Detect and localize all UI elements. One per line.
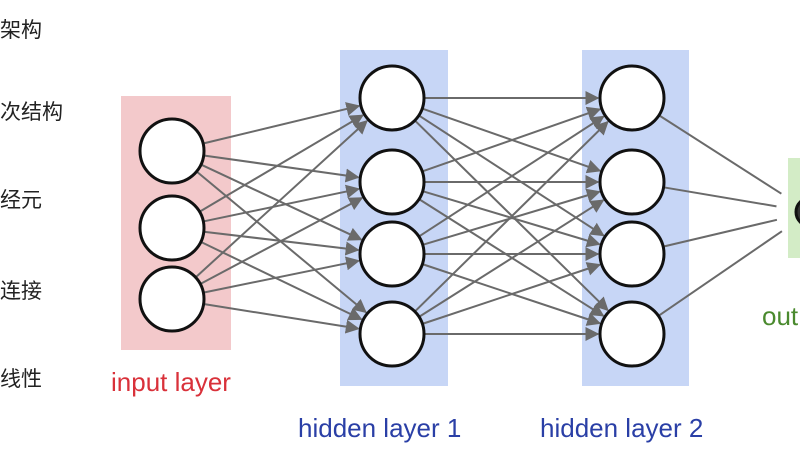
- edge-input-3-to-hidden-1-3: [203, 256, 361, 294]
- side-text-5: 线性: [0, 367, 42, 391]
- edge-hidden-1-2-to-hidden-2-1: [421, 106, 602, 173]
- hidden-1-node-3: [358, 220, 426, 288]
- hidden-2-node-4: [598, 300, 666, 368]
- edge-hidden-1-4-to-hidden-2-1: [414, 120, 609, 313]
- hidden-layer-1-label: hidden layer 1: [298, 413, 462, 443]
- edge-input-3-to-hidden-1-4: [203, 303, 360, 334]
- hidden-1-node-4: [358, 300, 426, 368]
- input-layer-label: input layer: [111, 367, 231, 397]
- edge-input-1-to-hidden-1-1: [202, 102, 361, 145]
- hidden-layer-2-label: hidden layer 2: [540, 413, 704, 443]
- output-layer-background: [788, 158, 800, 258]
- edge-input-1-to-hidden-1-3: [200, 163, 363, 241]
- edge-input-2-to-hidden-1-2: [203, 184, 361, 223]
- edge-input-2-to-hidden-1-4: [200, 240, 363, 321]
- edge-hidden-2-3-to-output-1: [662, 218, 778, 248]
- edge-hidden-2-1-to-output-1: [658, 114, 782, 195]
- hidden-2-node-2: [598, 148, 666, 216]
- side-text-2: 次结构: [0, 100, 63, 124]
- edge-hidden-2-4-to-output-1: [657, 230, 783, 317]
- edge-input-3-to-hidden-1-1: [194, 119, 368, 279]
- side-text-4: 连接: [0, 279, 42, 303]
- edge-hidden-1-3-to-hidden-2-1: [418, 115, 605, 238]
- hidden-2-node-3: [598, 220, 666, 288]
- input-node-3: [138, 265, 206, 333]
- hidden-2-node-1: [598, 64, 666, 132]
- output-layer-label: out: [762, 301, 799, 331]
- edge-hidden-1-4-to-hidden-2-2: [418, 199, 605, 318]
- edge-input-1-to-hidden-1-2: [203, 154, 360, 183]
- output-node-1: [794, 200, 800, 224]
- edge-input-2-to-hidden-1-1: [199, 114, 364, 213]
- edge-hidden-1-4-to-hidden-2-3: [422, 262, 602, 325]
- input-node-2: [138, 194, 206, 262]
- edge-input-3-to-hidden-1-2: [199, 197, 364, 285]
- input-node-1: [138, 117, 206, 185]
- side-text-1: 架构: [0, 18, 42, 42]
- hidden-1-node-2: [358, 148, 426, 216]
- side-text-3: 经元: [0, 188, 42, 212]
- hidden-1-node-1: [358, 64, 426, 132]
- edge-hidden-2-2-to-output-1: [663, 186, 777, 208]
